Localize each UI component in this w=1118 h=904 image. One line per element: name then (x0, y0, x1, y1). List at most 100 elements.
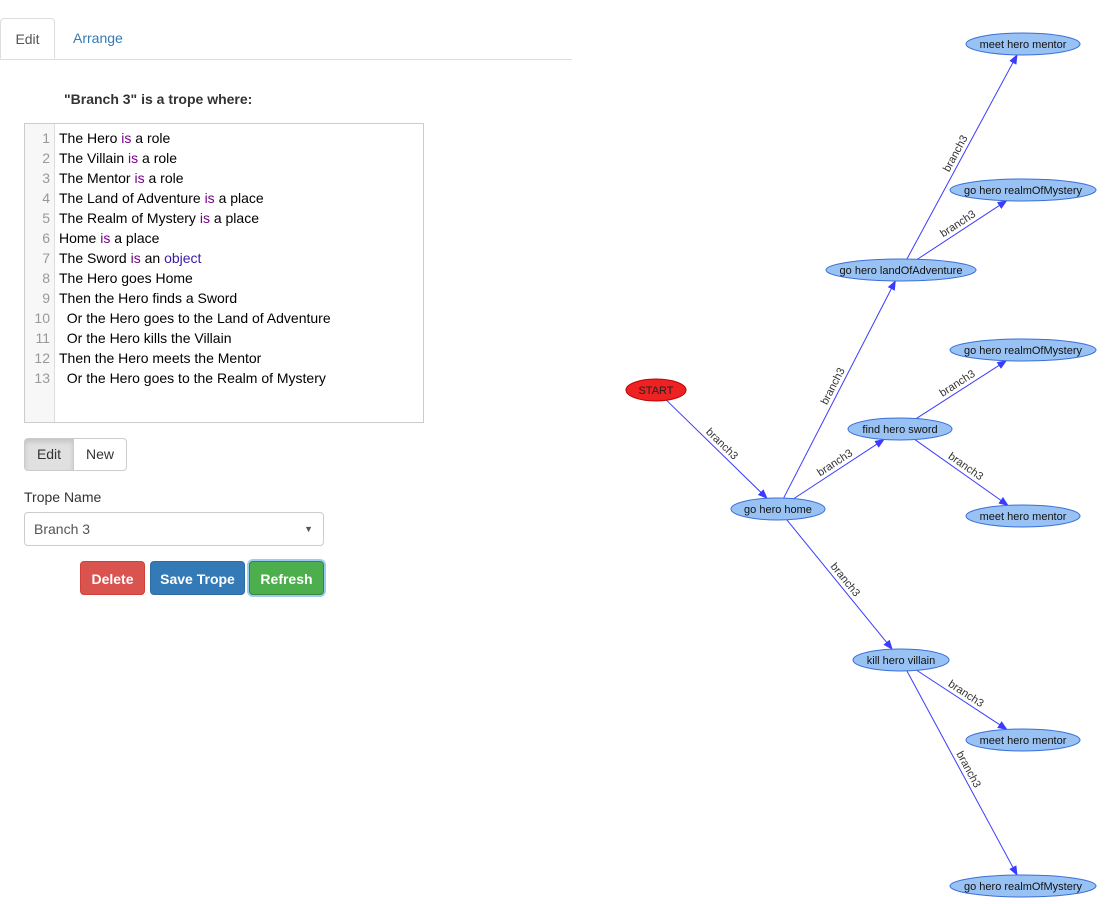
node-shape (847, 417, 953, 441)
node-shape (852, 648, 950, 672)
code-text: Home is a place (59, 230, 160, 246)
line-number: 5 (42, 210, 50, 226)
node-label: go hero home (744, 504, 812, 516)
node-shape (965, 504, 1081, 528)
new-mode-button[interactable]: New (73, 438, 127, 471)
node-label: go hero realmOfMystery (964, 345, 1082, 357)
graph-edge (915, 360, 1008, 419)
line-number: 7 (42, 250, 50, 266)
node-shape (730, 497, 826, 521)
node-shape (625, 378, 687, 402)
node-label: meet hero mentor (980, 735, 1067, 747)
code-text: Or the Hero kills the Villain (59, 330, 232, 346)
line-number: 9 (42, 290, 50, 306)
node-label: START (638, 385, 673, 397)
node-label: go hero realmOfMystery (964, 185, 1082, 197)
graph-node[interactable]: go hero realmOfMystery (949, 338, 1097, 362)
line-number: 10 (34, 310, 50, 326)
node-label: meet hero mentor (980, 39, 1067, 51)
code-line: 4 The Land of Adventure is a place (25, 188, 421, 208)
node-label: find hero sword (862, 424, 937, 436)
code-text: Or the Hero goes to the Land of Adventur… (59, 310, 331, 326)
graph-node[interactable]: meet hero mentor (965, 728, 1081, 752)
code-line: 9 Then the Hero finds a Sword (25, 288, 421, 308)
graph-node[interactable]: go hero realmOfMystery (949, 874, 1097, 898)
code-line: 3 The Mentor is a role (25, 168, 421, 188)
node-shape (949, 178, 1097, 202)
graph-edge (906, 670, 1018, 876)
graph-edge (666, 399, 768, 500)
edge-label: branch3 (938, 208, 978, 240)
code-text: The Land of Adventure is a place (59, 190, 264, 206)
delete-button[interactable]: Delete (80, 561, 145, 595)
line-number: 4 (42, 190, 50, 206)
edge-label: branch3 (946, 678, 986, 710)
graph-edge (786, 519, 893, 650)
line-number: 11 (35, 330, 50, 346)
code-text: The Hero goes Home (59, 270, 193, 286)
line-number: 2 (42, 150, 50, 166)
code-line: 1 The Hero is a role (25, 128, 421, 148)
edge-label: branch3 (703, 426, 740, 462)
code-text: Then the Hero meets the Mentor (59, 350, 262, 366)
graph-node[interactable]: find hero sword (847, 417, 953, 441)
code-line: 10 Or the Hero goes to the Land of Adven… (25, 308, 421, 328)
graph-node[interactable]: meet hero mentor (965, 32, 1081, 56)
trope-name-select[interactable]: Branch 3 ▼ (24, 512, 324, 546)
edge-label: branch3 (938, 368, 978, 400)
graph-node[interactable]: go hero realmOfMystery (949, 178, 1097, 202)
graph-edge (917, 200, 1008, 260)
graph-node[interactable]: kill hero villain (852, 648, 950, 672)
save-trope-button[interactable]: Save Trope (150, 561, 245, 595)
trope-name-label: Trope Name (24, 489, 102, 505)
graph-edge (783, 280, 896, 499)
graph-edge (906, 54, 1018, 260)
line-number-gutter (25, 124, 55, 422)
code-line: 8 The Hero goes Home (25, 268, 421, 288)
trope-code-editor[interactable]: 1 The Hero is a role 2 The Villain is a rol… (24, 123, 424, 423)
edge-label: branch3 (828, 561, 862, 599)
graph-node[interactable]: go hero home (730, 497, 826, 521)
code-line: 12 Then the Hero meets the Mentor (25, 348, 421, 368)
graph-node[interactable]: go hero landOfAdventure (825, 258, 977, 282)
chevron-down-icon: ▼ (304, 524, 313, 534)
tab-arrange[interactable]: Arrange (73, 30, 123, 46)
line-number: 8 (42, 270, 50, 286)
node-label: go hero realmOfMystery (964, 881, 1082, 893)
code-text: The Villain is a role (59, 150, 178, 166)
code-text: The Sword is an object (59, 250, 202, 266)
code-text: The Mentor is a role (59, 170, 184, 186)
edge-label: branch3 (946, 450, 985, 483)
graph-edge (914, 439, 1009, 506)
node-label: go hero landOfAdventure (840, 265, 963, 277)
trope-heading: "Branch 3" is a trope where: (64, 91, 253, 107)
edge-label: branch3 (815, 447, 855, 479)
node-shape (949, 874, 1097, 898)
node-label: kill hero villain (867, 655, 935, 667)
node-shape (965, 32, 1081, 56)
code-text: The Realm of Mystery is a place (59, 210, 259, 226)
start-node[interactable]: START (625, 378, 687, 402)
tab-edit[interactable]: Edit (0, 18, 55, 59)
node-shape (949, 338, 1097, 362)
code-text: Then the Hero finds a Sword (59, 290, 238, 306)
line-number: 1 (42, 130, 50, 146)
code-line: 13 Or the Hero goes to the Realm of Myst… (25, 368, 421, 388)
line-number: 6 (42, 230, 50, 246)
tab-bar: Edit Arrange (0, 18, 572, 60)
line-number: 12 (34, 350, 50, 366)
code-line: 6 Home is a place (25, 228, 421, 248)
line-number: 3 (42, 170, 50, 186)
refresh-button[interactable]: Refresh (249, 561, 324, 595)
code-line: 7 The Sword is an object (25, 248, 421, 268)
node-shape (825, 258, 977, 282)
node-shape (965, 728, 1081, 752)
code-text: The Hero is a role (59, 130, 171, 146)
graph-edge (793, 438, 885, 500)
graph-node[interactable]: meet hero mentor (965, 504, 1081, 528)
graph-edge (916, 669, 1008, 730)
node-label: meet hero mentor (980, 511, 1067, 523)
code-line: 2 The Villain is a role (25, 148, 421, 168)
code-text: Or the Hero goes to the Realm of Mystery (59, 370, 326, 386)
